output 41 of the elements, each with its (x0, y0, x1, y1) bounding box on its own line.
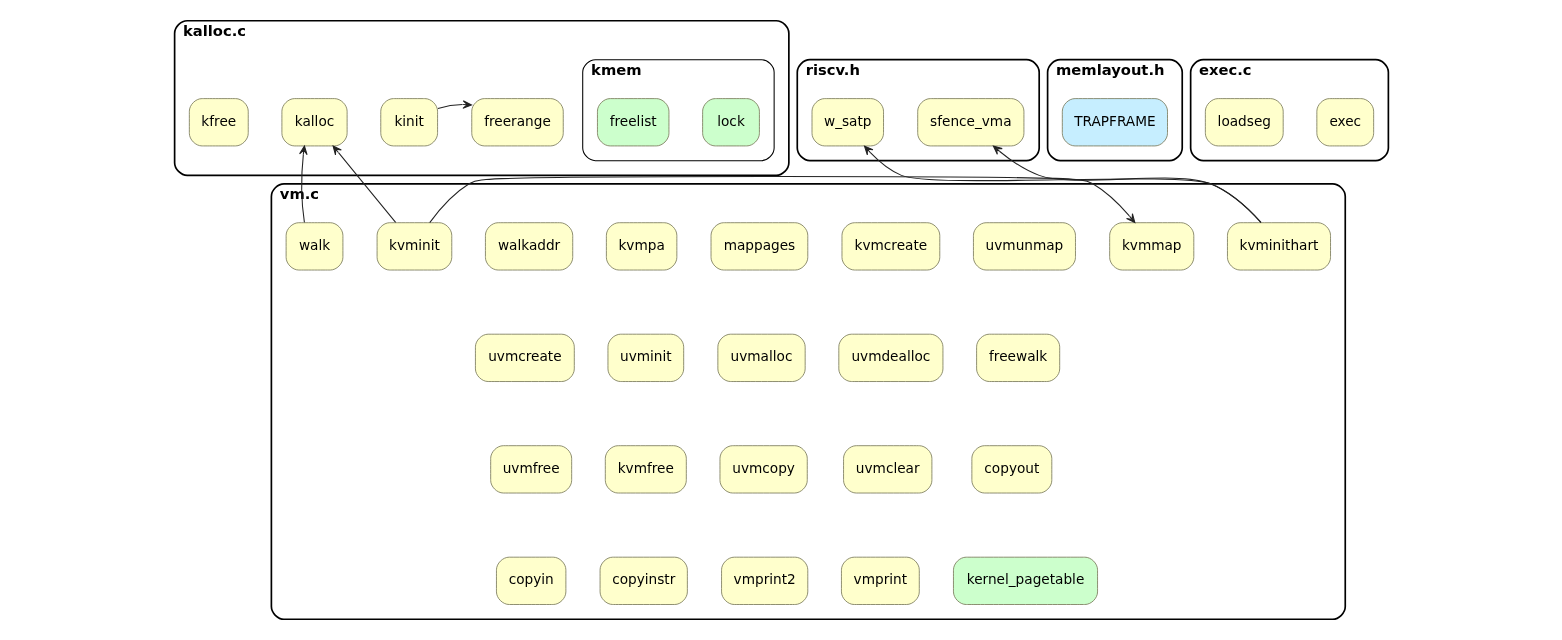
node-box: sfence_vma (916, 98, 1024, 147)
node-box: TRAPFRAME (1061, 98, 1168, 147)
node-box: uvmcopy (719, 445, 808, 494)
arrow (428, 176, 1135, 224)
node-box: loadseg (1204, 98, 1284, 147)
arrow (992, 145, 1261, 224)
node-box: freerange (470, 98, 564, 147)
node-box: lock (701, 98, 760, 147)
node-box: kvminit (376, 222, 452, 271)
node-box: vmprint2 (720, 556, 808, 605)
arrow (332, 145, 396, 223)
node-box: uvmfree (489, 445, 572, 494)
node-box: uvminit (607, 333, 684, 382)
node-box: copyinstr (599, 556, 688, 605)
node-box: kernel_pagetable (952, 556, 1098, 605)
node-box: freewalk (975, 333, 1060, 382)
node-box: walkaddr (484, 222, 573, 271)
node-box: kfree (188, 98, 249, 147)
node-box: kvmmap (1108, 222, 1194, 271)
node-box: walk (285, 222, 343, 271)
node-box: vmprint (840, 556, 920, 605)
node-box: w_satp (811, 98, 884, 147)
node-box: uvmdealloc (837, 333, 943, 382)
node-box: kvmpa (605, 222, 677, 271)
node-box: uvmunmap (972, 222, 1076, 271)
arrow (436, 100, 472, 109)
node-box: kvmfree (604, 445, 687, 494)
arrow (863, 145, 1262, 223)
node-box: mappages (710, 222, 808, 271)
arrow (298, 145, 308, 223)
node-box: uvmclear (842, 445, 932, 494)
node-box: kalloc (280, 98, 348, 147)
node-box: kvmcreate (841, 222, 940, 271)
node-box: kinit (379, 98, 438, 147)
node-box: freelist (596, 98, 669, 147)
node-box: copyin (495, 556, 566, 605)
node-box: uvmalloc (716, 333, 806, 382)
node-box: exec (1315, 98, 1374, 147)
node-box: copyout (970, 445, 1052, 494)
node-box: kvminithart (1226, 222, 1331, 271)
node-box: uvmcreate (474, 333, 575, 382)
